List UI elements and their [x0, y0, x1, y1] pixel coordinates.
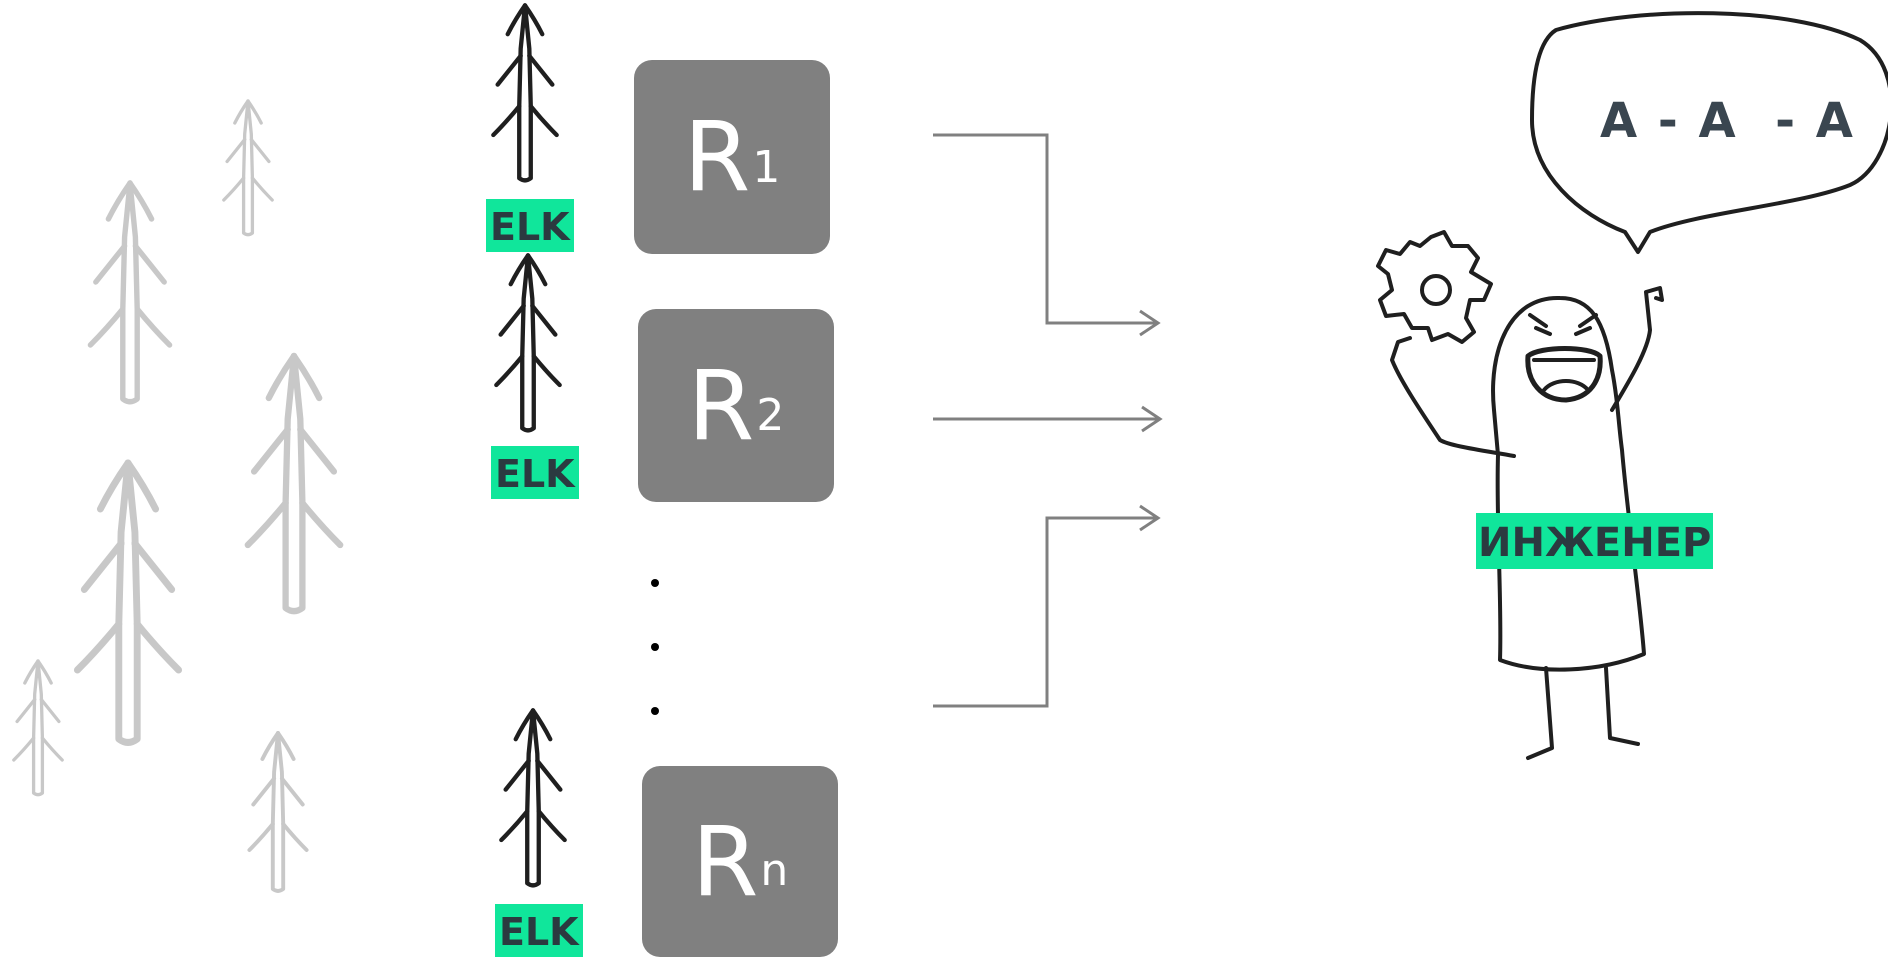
tree-icon	[247, 731, 309, 893]
server-index: 1	[752, 142, 781, 193]
tree-icon	[493, 5, 556, 180]
elk-tag: ELK	[491, 446, 579, 499]
stick-figure-icon	[1390, 286, 1664, 760]
ellipsis-dot	[651, 579, 659, 587]
server-letter: R	[683, 101, 751, 213]
speech-text: A - A - A	[1600, 93, 1855, 149]
server-index: 2	[756, 390, 785, 441]
ellipsis-dot	[651, 707, 659, 715]
connector-lines	[933, 133, 1163, 708]
elk-tag: ELK	[495, 904, 583, 957]
arrowhead-rn	[1139, 504, 1161, 532]
faded-forest	[12, 99, 340, 893]
tree-icon	[222, 99, 274, 237]
server-index: n	[760, 845, 789, 896]
tree-icon	[501, 710, 564, 885]
arrowhead-r2	[1141, 405, 1163, 433]
tree-icon	[12, 659, 64, 797]
ellipsis-dot	[651, 643, 659, 651]
speech-bubble	[1530, 11, 1888, 254]
server-letter: R	[687, 349, 755, 462]
connector-r1	[933, 133, 1158, 325]
tree-icon	[496, 255, 559, 430]
tree-icon	[90, 183, 169, 402]
elk-tag: ELK	[486, 199, 574, 252]
tree-icon	[77, 463, 178, 742]
arrowhead-r1	[1139, 309, 1161, 337]
tree-icon	[248, 356, 340, 611]
engineer-label: ИНЖЕНЕР	[1476, 513, 1714, 569]
server-letter: R	[691, 805, 759, 918]
gear-icon	[1376, 230, 1493, 344]
connector-rn	[933, 516, 1158, 708]
